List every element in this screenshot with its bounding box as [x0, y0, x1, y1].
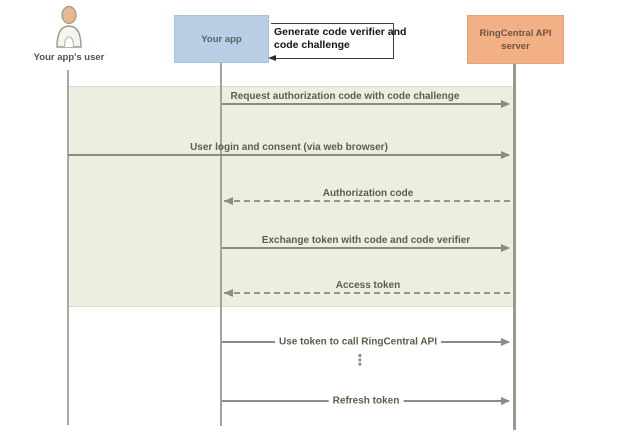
server-actor-box: RingCentral API server	[467, 15, 564, 64]
message-line-dashed	[224, 292, 511, 294]
user-icon	[56, 6, 82, 48]
message-label: Request authorization code with code cha…	[230, 91, 460, 102]
user-actor-label: Your app's user	[33, 52, 105, 63]
arrowhead-right-icon	[501, 337, 510, 346]
message-line	[68, 154, 509, 156]
arrowhead-right-icon	[501, 396, 510, 405]
message-authorization-code: Authorization code	[224, 185, 512, 205]
lifeline-app	[220, 61, 222, 426]
app-actor-label: Your app	[201, 33, 242, 45]
lifeline-user	[67, 70, 69, 425]
message-refresh-token: Refresh token	[222, 385, 510, 406]
message-request-auth-code: Request authorization code with code cha…	[222, 88, 510, 108]
server-actor-label-line2: server	[501, 40, 530, 52]
vertical-ellipsis-icon: ⋮	[352, 352, 368, 369]
message-label: Access token	[335, 280, 401, 291]
server-actor-label-line1: RingCentral API	[479, 27, 552, 39]
message-line-dashed	[224, 200, 511, 202]
message-line	[222, 103, 509, 105]
message-label: Use token to call RingCentral API	[275, 336, 441, 347]
message-user-login-consent: User login and consent (via web browser)	[68, 139, 510, 159]
message-access-token: Access token	[224, 277, 512, 297]
message-line	[222, 247, 509, 249]
arrowhead-left-icon	[268, 55, 276, 61]
message-label: Refresh token	[328, 395, 404, 406]
note-text-line2: code challenge	[274, 39, 350, 51]
highlight-region	[68, 86, 514, 307]
message-label: Exchange token with code and code verifi…	[261, 235, 471, 246]
arrowhead-right-icon	[501, 150, 510, 159]
message-label: User login and consent (via web browser)	[190, 142, 388, 153]
message-use-token: Use token to call RingCentral API	[222, 326, 510, 347]
arrowhead-right-icon	[501, 243, 510, 252]
app-actor-box: Your app	[174, 15, 269, 63]
arrowhead-left-icon	[224, 288, 233, 297]
note-text-line1: Generate code verifier and	[274, 26, 407, 38]
self-note-box: Generate code verifier and code challeng…	[271, 23, 406, 59]
lifeline-server	[513, 62, 516, 430]
arrowhead-left-icon	[224, 196, 233, 205]
arrowhead-right-icon	[501, 99, 510, 108]
self-note-return-line	[276, 58, 394, 60]
message-exchange-token: Exchange token with code and code verifi…	[222, 232, 510, 252]
message-label: Authorization code	[322, 188, 414, 199]
